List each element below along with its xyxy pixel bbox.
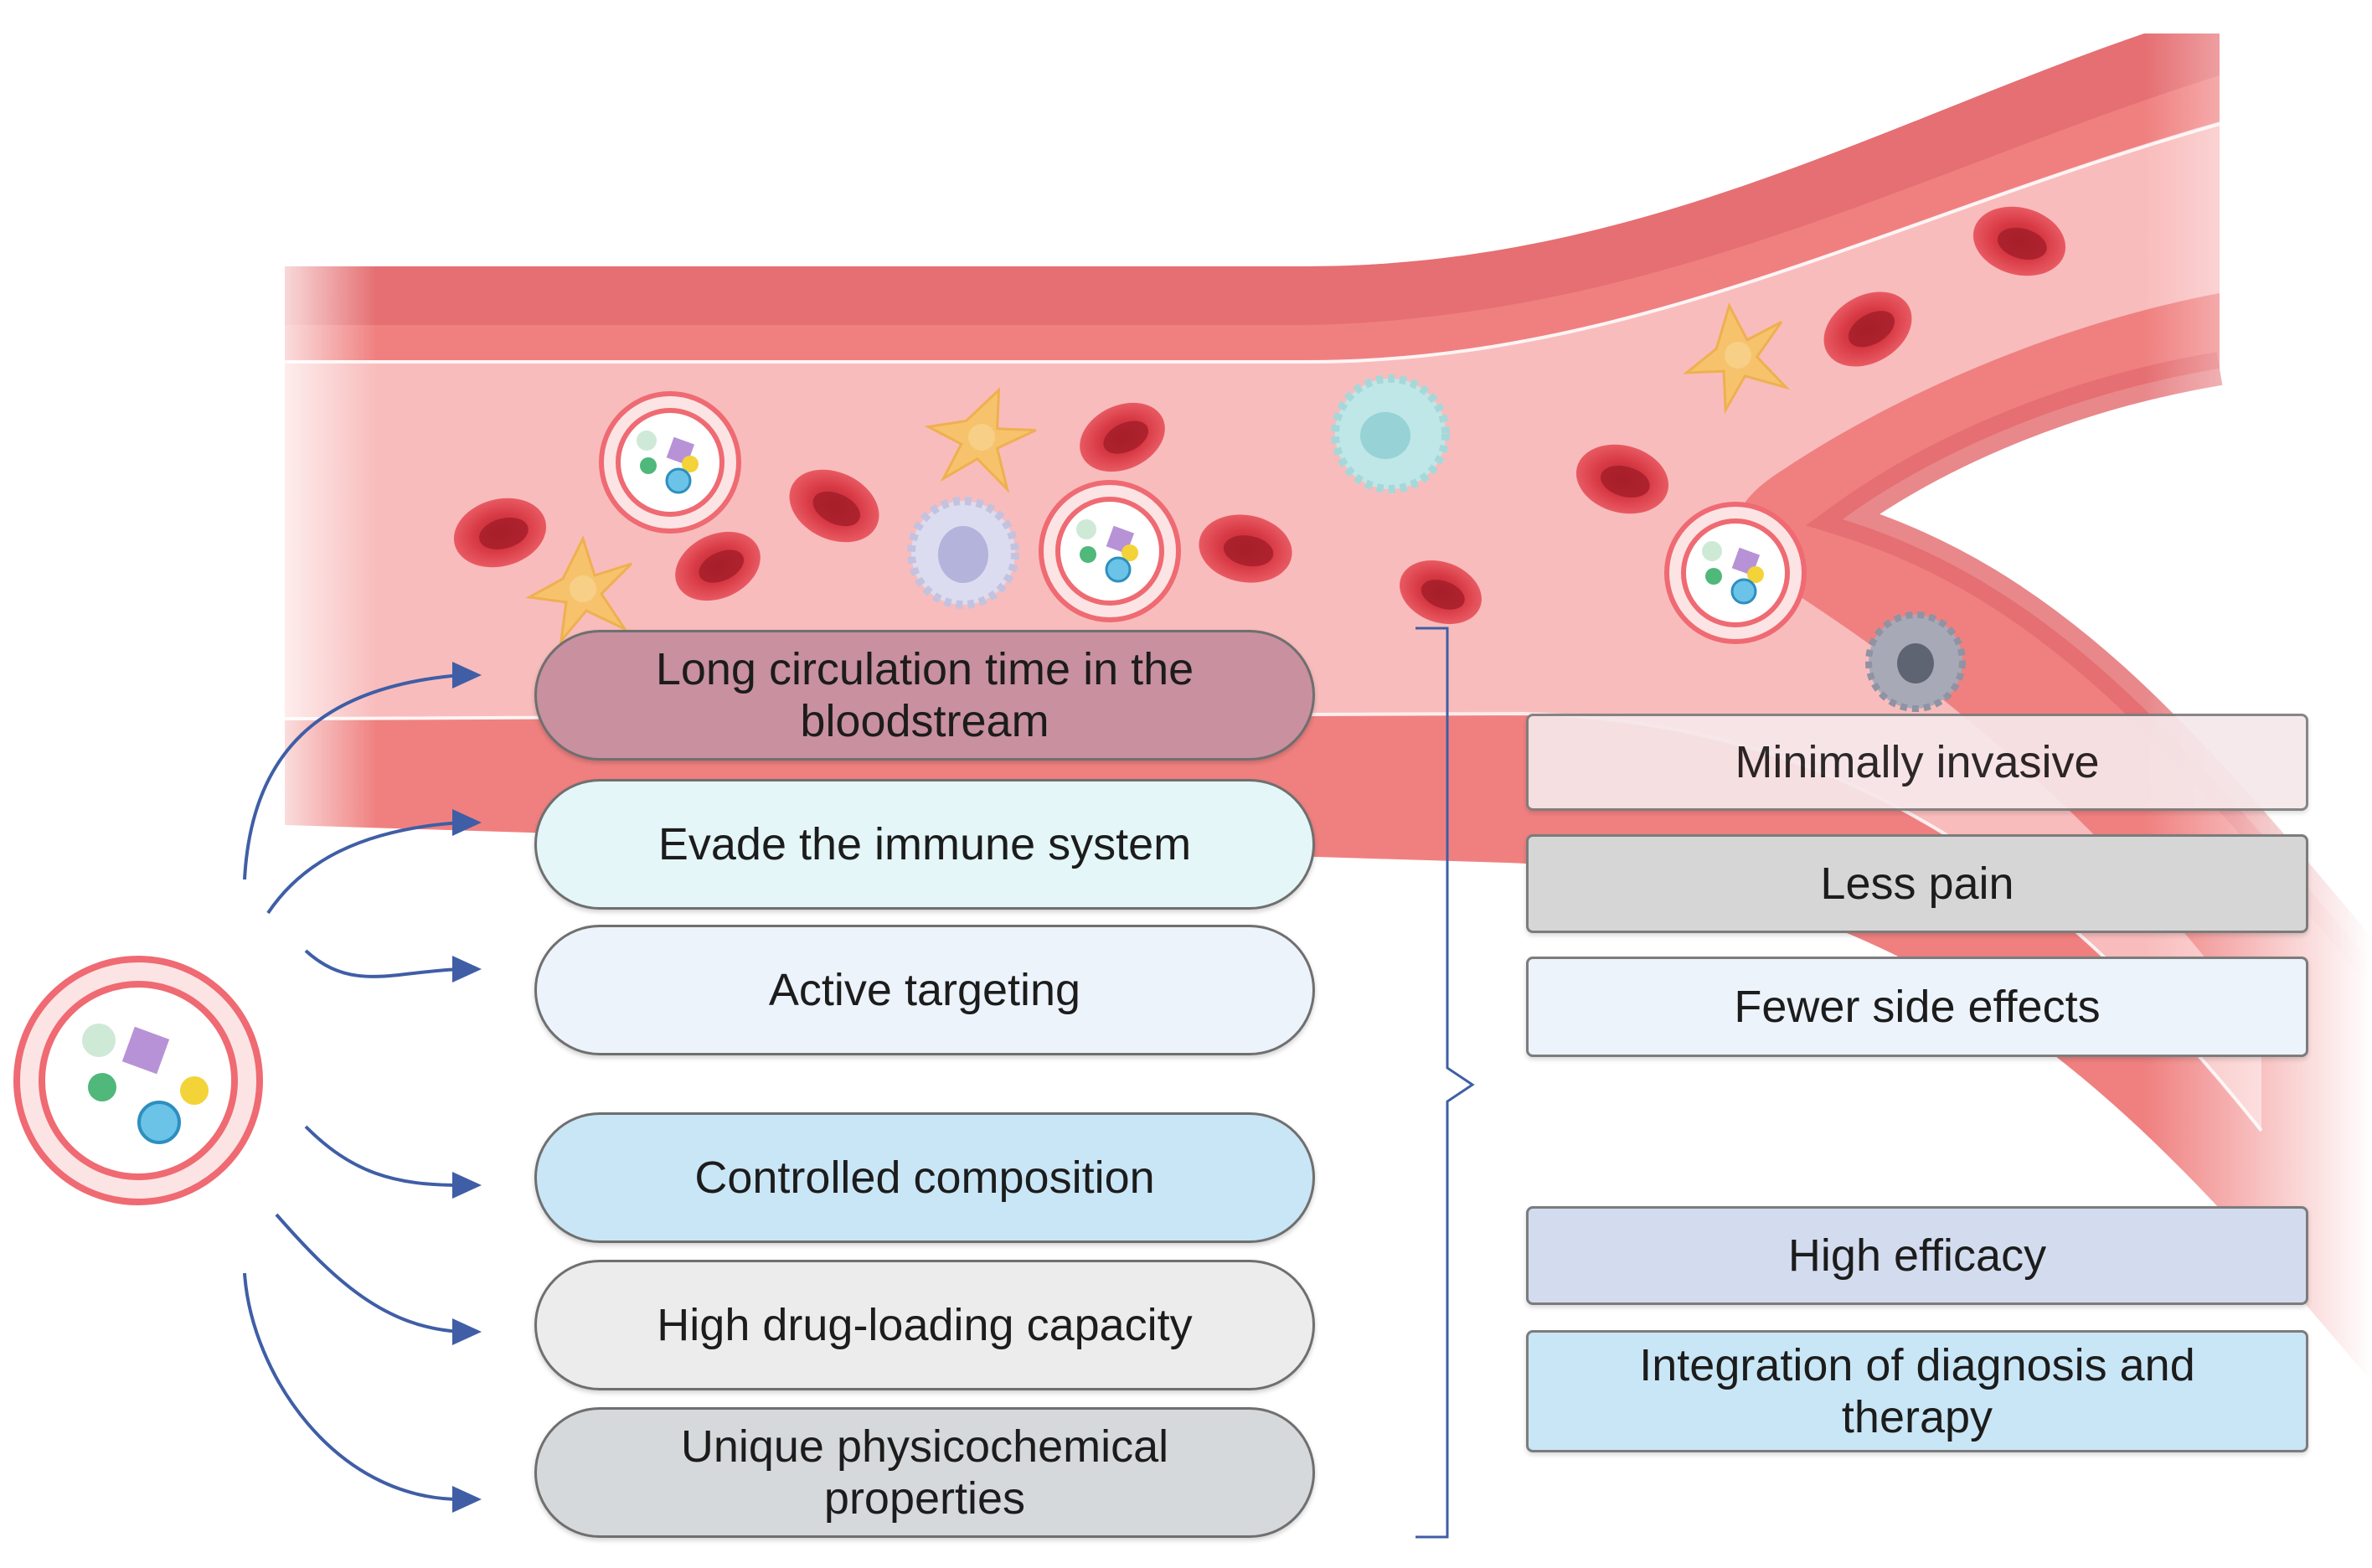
arrow-4: [304, 1125, 462, 1187]
arrows: [243, 673, 462, 1501]
blood-vessel: [251, 0, 2372, 1424]
arrow-1: [243, 673, 462, 880]
arrow-5: [275, 1213, 462, 1333]
benefit-diagnosis-therapy: Integration of diagnosis and therapy: [1526, 1330, 2308, 1452]
arrowheads: [452, 662, 482, 1513]
arrow-3: [304, 949, 462, 978]
advantage-label: Active targeting: [768, 965, 1081, 1015]
advantage-active-targeting: Active targeting: [534, 925, 1315, 1055]
advantage-label: High drug-loading capacity: [657, 1300, 1193, 1350]
benefit-label: Integration of diagnosis and therapy: [1639, 1340, 2195, 1442]
benefit-less-pain: Less pain: [1526, 834, 2308, 933]
nanoparticle-icon: [13, 956, 263, 1205]
white-blood-cells: [907, 374, 1966, 712]
brace-icon: [1415, 627, 1475, 1539]
advantage-label: Controlled composition: [694, 1153, 1155, 1203]
advantage-label: Unique physicochemical properties: [680, 1421, 1169, 1524]
benefit-high-efficacy: High efficacy: [1526, 1206, 2308, 1305]
benefit-minimally-invasive: Minimally invasive: [1526, 714, 2308, 811]
advantage-physicochemical: Unique physicochemical properties: [534, 1407, 1315, 1538]
advantage-controlled-composition: Controlled composition: [534, 1112, 1315, 1243]
advantage-label: Evade the immune system: [657, 819, 1192, 869]
benefit-label: Minimally invasive: [1735, 737, 2100, 787]
arrow-6: [243, 1272, 462, 1501]
advantage-label: Long circulation time in the bloodstream: [655, 644, 1194, 746]
advantage-long-circulation: Long circulation time in the bloodstream: [534, 630, 1315, 761]
benefit-label: Fewer side effects: [1734, 982, 2101, 1032]
arrow-2: [266, 821, 462, 915]
benefit-label: Less pain: [1820, 859, 2014, 909]
benefit-label: High efficacy: [1787, 1230, 2047, 1281]
benefit-fewer-side-effects: Fewer side effects: [1526, 957, 2308, 1057]
advantage-drug-loading: High drug-loading capacity: [534, 1260, 1315, 1390]
advantage-evade-immune: Evade the immune system: [534, 779, 1315, 910]
